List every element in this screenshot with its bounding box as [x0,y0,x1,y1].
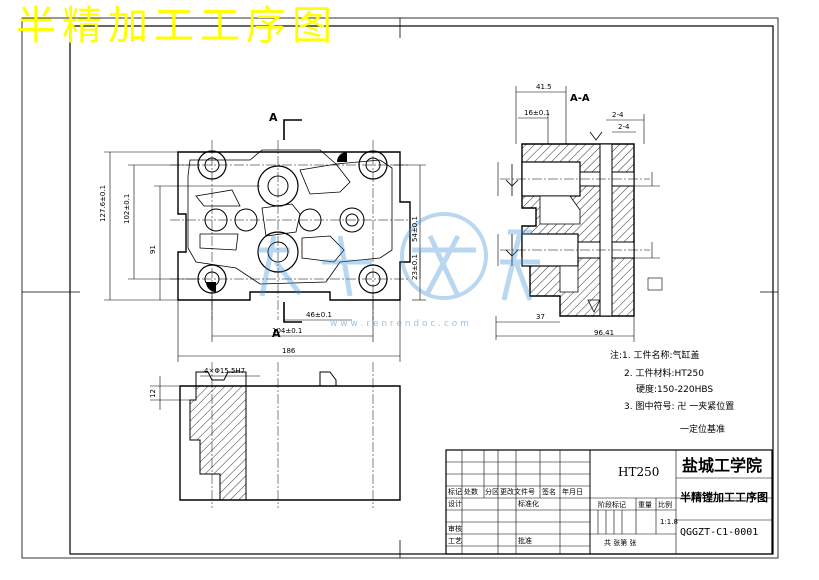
title-block-grid [445,449,773,555]
dim-41-5: 41.5 [536,83,552,91]
dim-23: 23±0.1 [411,254,419,280]
page-banner-title: 半精加工工序图 [16,3,338,49]
dim-37: 37 [536,313,545,321]
tb-h-design: 设计 [448,500,462,508]
tb-h-date: 年月日 [562,488,583,496]
tb-drawing-number: QGGZT-C1-0001 [680,527,759,538]
tb-h-std: 标准化 [518,500,539,508]
tb-h-review: 审核 [448,525,462,533]
dim-186: 186 [282,347,296,355]
section-view-title: A-A [570,93,590,104]
dim-2-4-top: 2-4 [612,111,624,119]
tb-h-mark: 标记 [448,488,462,496]
bottom-view [150,362,401,508]
note-5: 一定位基准 [680,425,726,435]
dim-96: 96.41 [594,329,615,337]
dim-46: 46±0.1 [306,311,332,319]
watermark-logo [258,212,540,301]
section-mark-bottom: A [272,327,281,340]
centering-marks [22,18,778,558]
tb-h-ratio: 比例 [658,501,672,509]
tb-scale: 1:1.8 [660,518,678,526]
dim-16: 16±0.1 [524,109,550,117]
tb-h-sign: 签名 [542,488,556,496]
front-view [170,119,411,323]
tb-school: 盐城工学院 [682,456,763,475]
section-view [500,131,650,317]
note-1: 注:1. 工件名称:气缸盖 [610,351,700,361]
dim-12: 12 [149,389,157,398]
dim-104: 104±0.1 [272,327,303,335]
dim-102: 102±0.1 [123,193,131,224]
dim-91: 91 [149,245,157,254]
watermark-url: w w w . r e n r e n d o c . c o m [330,319,469,329]
note-2: 2. 工件材料:HT250 [624,369,704,379]
tb-h-docno: 更改文件号 [500,488,535,496]
tb-h-zone: 分区 [485,488,499,496]
tb-h-sheets: 共 张第 张 [604,539,637,547]
note-4: 3. 图中符号: 卍 一夹紧位置 [624,402,735,412]
dim-4xphi15: 4×Φ15.5H7 [204,367,246,375]
inner-border [69,25,774,555]
section-mark-top: A [269,111,278,124]
tb-h-weight: 重量 [638,501,652,509]
tb-h-count: 处数 [464,488,478,496]
tb-material: HT250 [618,465,660,479]
tb-h-stage: 阶段标记 [598,501,626,509]
dim-2-4-lower: 2-4 [618,123,630,131]
section-dimensions [495,86,663,342]
dim-127: 127.6±0.1 [99,184,107,222]
tb-h-approve: 批准 [518,537,532,545]
front-dimensions [104,151,426,362]
tb-drawing-title: 半精镗加工工序图 [680,491,768,504]
tb-h-process: 工艺 [448,537,462,545]
note-3: 硬度:150-220HBS [636,385,714,395]
dim-54: 54±0.1 [411,216,419,242]
